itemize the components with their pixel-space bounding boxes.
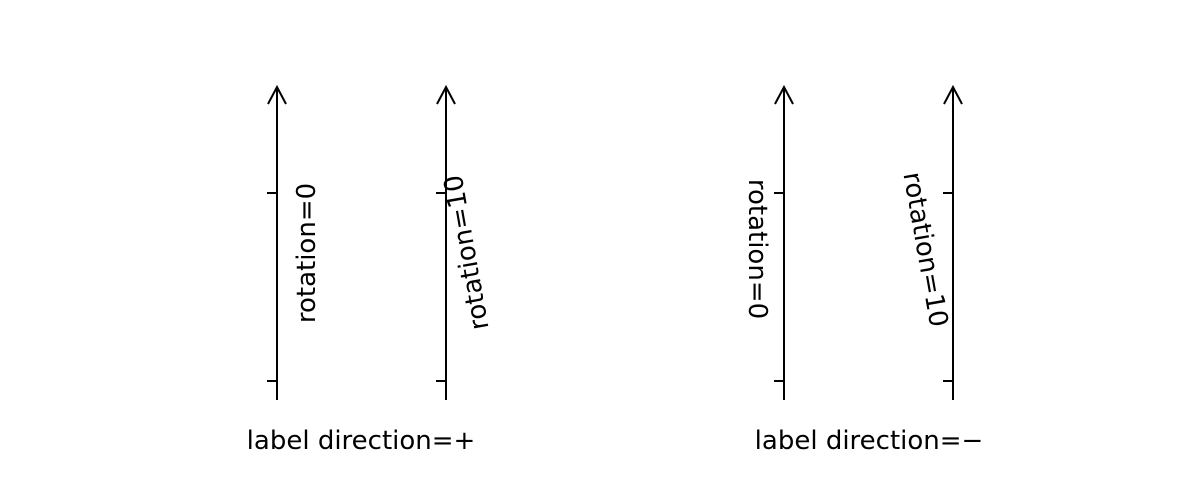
axis-rotation-0-minus: rotation=0 <box>742 84 794 400</box>
panel-label-direction-plus: rotation=0 rotation=10 label direction=+ <box>247 84 496 456</box>
axis-label: rotation=0 <box>292 183 322 323</box>
axis-rotation-10-plus: rotation=10 <box>436 84 496 400</box>
panel-caption: label direction=+ <box>247 426 476 456</box>
panel-label-direction-minus: rotation=0 rotation=10 label direction=− <box>742 84 984 456</box>
arrow-up-icon <box>267 84 287 105</box>
arrow-up-icon <box>436 84 456 105</box>
axis-label: rotation=10 <box>439 173 496 333</box>
axis-rotation-10-minus: rotation=10 <box>896 84 963 400</box>
panel-caption: label direction=− <box>755 426 984 456</box>
axis-label: rotation=0 <box>742 179 772 319</box>
arrow-up-icon <box>774 84 794 105</box>
axis-rotation-0-plus: rotation=0 <box>267 84 322 400</box>
arrow-up-icon <box>943 84 963 105</box>
